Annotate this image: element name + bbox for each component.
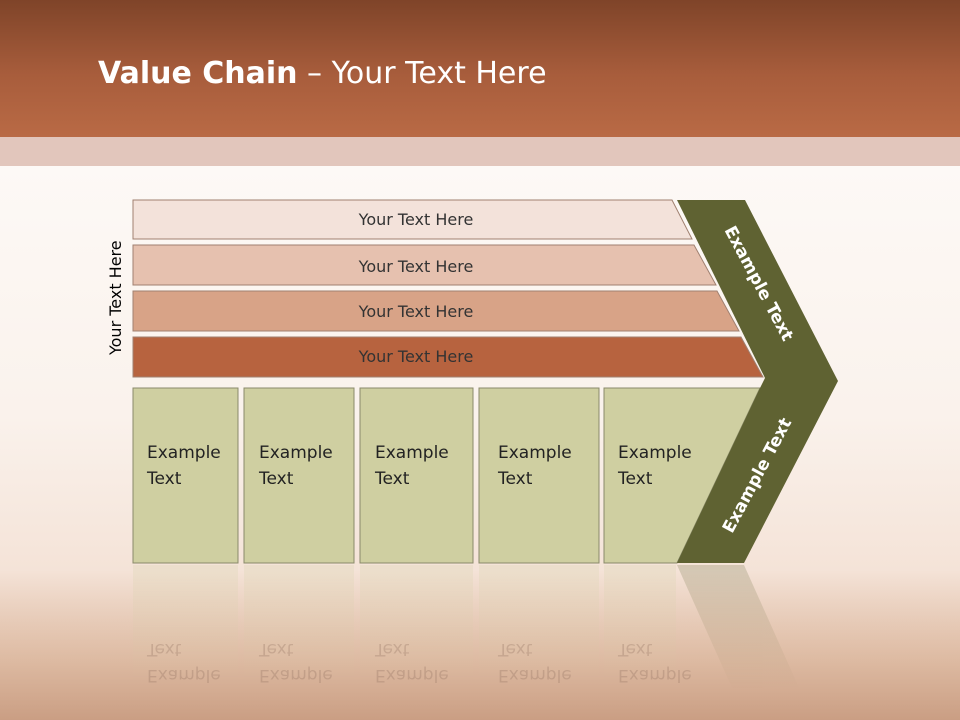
column-1-label-reflection: Example Text xyxy=(147,639,221,685)
header-band xyxy=(0,137,960,166)
bar-3-label: Your Text Here xyxy=(358,302,474,321)
column-2-shape xyxy=(243,387,355,564)
column-5-label: Example Text xyxy=(618,443,692,489)
column-4-shape xyxy=(478,387,600,564)
columns-reflection xyxy=(133,565,800,690)
page-title: Value Chain – Your Text Here xyxy=(98,52,547,96)
page-title-rest: – Your Text Here xyxy=(297,56,547,91)
page-title-bold: Value Chain xyxy=(98,56,298,91)
bar-4-label: Your Text Here xyxy=(358,347,474,366)
column-3-shape xyxy=(359,387,474,564)
bar-1-label: Your Text Here xyxy=(358,210,474,229)
column-5-label-reflection: Example Text xyxy=(618,639,692,685)
column-3-label-reflection: Example Text xyxy=(375,639,449,685)
column-4-label: Example Text xyxy=(498,443,572,489)
bar-1-shape xyxy=(132,199,693,240)
column-2-label: Example Text xyxy=(259,443,333,489)
column-4-label-reflection: Example Text xyxy=(498,639,572,685)
header-bar xyxy=(0,0,960,137)
column-1-shape xyxy=(132,387,239,564)
bar-2-label: Your Text Here xyxy=(358,257,474,276)
column-3-label: Example Text xyxy=(375,443,449,489)
chevron-shape xyxy=(677,200,838,563)
bar-3-shape xyxy=(132,290,740,332)
bar-4-shape xyxy=(132,336,764,378)
column-2-label-reflection: Example Text xyxy=(259,639,333,685)
bar-2-shape xyxy=(132,244,717,286)
column-1-label: Example Text xyxy=(147,443,221,489)
